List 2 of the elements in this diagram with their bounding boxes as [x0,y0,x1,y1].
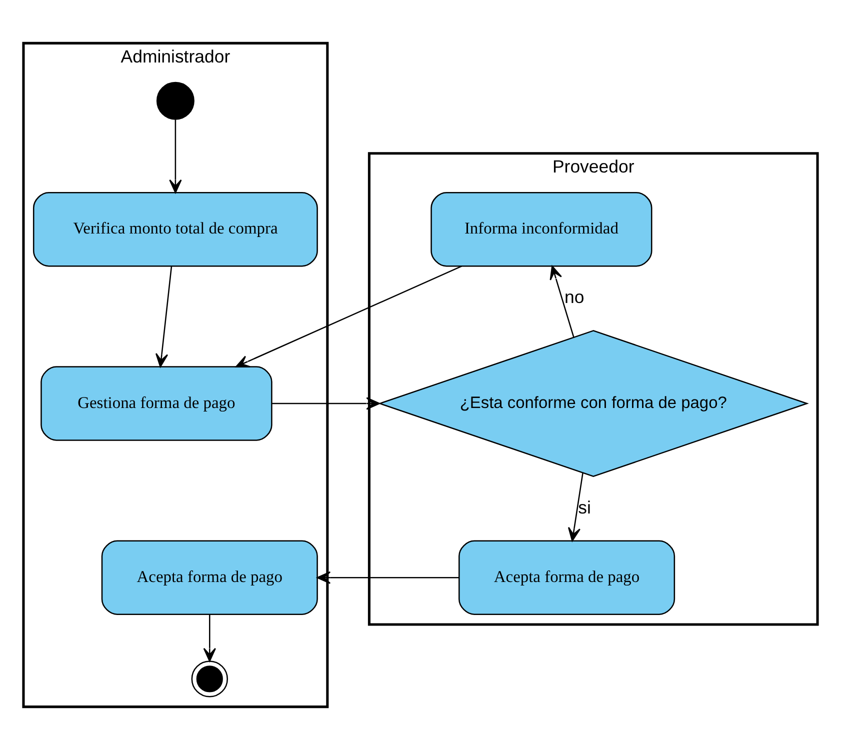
edge-label: si [578,496,591,517]
edge-label: no [564,286,584,307]
